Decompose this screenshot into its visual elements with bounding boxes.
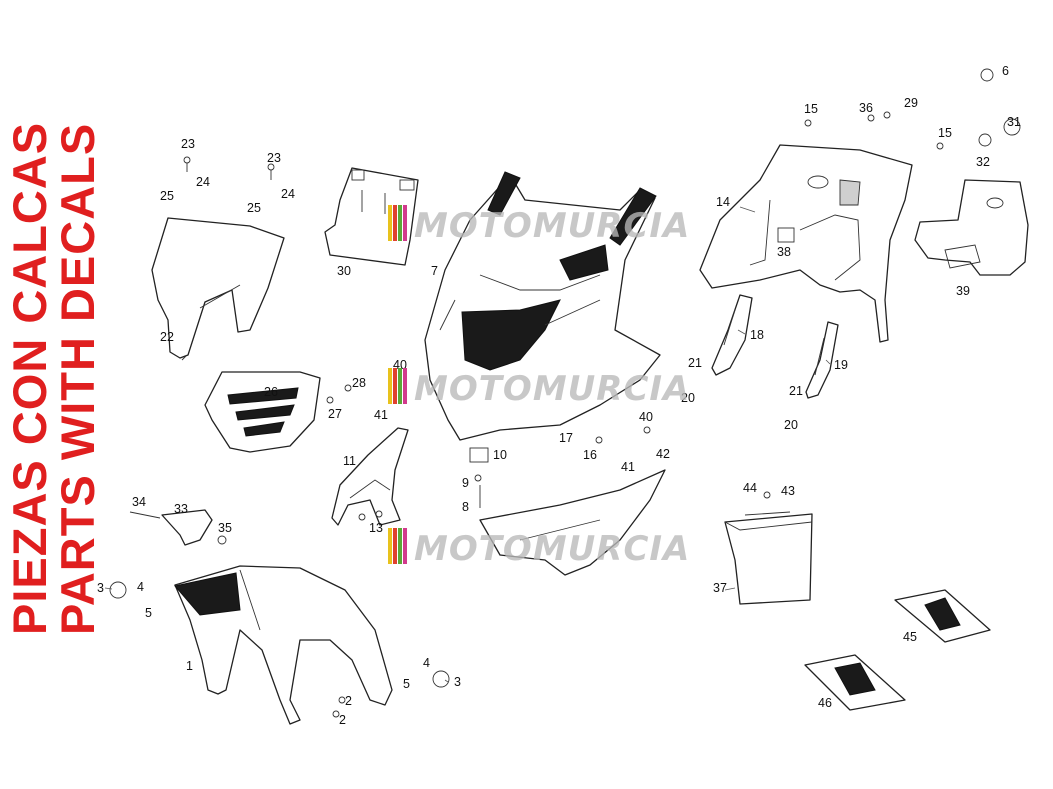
callout-9: 9 — [462, 476, 469, 490]
watermark-stripe-3 — [398, 205, 402, 241]
callout-7: 7 — [431, 264, 438, 278]
watermark-1: MOTOMURCIA — [388, 205, 690, 246]
part-33-latch — [129, 509, 227, 546]
callout-labels: 1 2 2 3 3 4 4 5 5 6 7 8 9 10 11 13 14 15… — [97, 64, 1021, 727]
watermark-3: MOTOMURCIA — [388, 528, 690, 569]
callout-17: 17 — [559, 431, 573, 445]
watermark-text: MOTOMURCIA — [414, 369, 690, 409]
callout-37: 37 — [713, 581, 727, 595]
callout-45: 45 — [903, 630, 917, 644]
callout-1: 1 — [186, 659, 193, 673]
callout-20: 20 — [784, 418, 798, 432]
watermark-stripe-4 — [403, 205, 407, 241]
callout-14: 14 — [716, 195, 730, 209]
callout-24: 24 — [196, 175, 210, 189]
callout-25: 25 — [247, 201, 261, 215]
callout-39: 39 — [956, 284, 970, 298]
callout-4: 4 — [137, 580, 144, 594]
callout-28: 28 — [352, 376, 366, 390]
callout-3: 3 — [97, 581, 104, 595]
watermark-stripe-2 — [393, 205, 397, 241]
callout-22: 22 — [160, 330, 174, 344]
callout-21: 21 — [789, 384, 803, 398]
callout-38: 38 — [777, 245, 791, 259]
part-30-bracket — [324, 167, 419, 266]
callout-31: 31 — [1007, 115, 1021, 129]
callout-43: 43 — [781, 484, 795, 498]
callout-11: 11 — [343, 454, 356, 468]
callout-44: 44 — [743, 481, 757, 495]
part-lower-cowl — [479, 469, 666, 576]
callout-46: 46 — [818, 696, 832, 710]
part-22-left-cover — [151, 217, 285, 361]
callout-24: 24 — [281, 187, 295, 201]
part-14-inner-panel — [699, 144, 913, 343]
watermark-text: MOTOMURCIA — [414, 529, 690, 569]
callout-13: 13 — [369, 521, 383, 535]
watermark-stripe-1 — [388, 368, 392, 404]
callout-30: 30 — [337, 264, 351, 278]
part-11-side-panel — [331, 427, 409, 526]
small-fasteners — [109, 68, 1021, 718]
callout-18: 18 — [750, 328, 764, 342]
part-37-battery-box — [724, 511, 813, 605]
watermark-stripe-4 — [403, 528, 407, 564]
part-46-decal-sheet — [804, 654, 906, 711]
callout-33: 33 — [174, 502, 188, 516]
callout-35: 35 — [218, 521, 232, 535]
callout-15: 15 — [938, 126, 952, 140]
callout-15: 15 — [804, 102, 818, 116]
watermark-text: MOTOMURCIA — [414, 206, 690, 246]
part-39-glovebox-door — [914, 179, 1029, 276]
callout-8: 8 — [462, 500, 469, 514]
leader-lines — [104, 206, 831, 683]
part-45-decal-sheet — [894, 589, 991, 643]
part-26-grille — [204, 371, 321, 453]
callout-23: 23 — [181, 137, 195, 151]
callout-6: 6 — [1002, 64, 1009, 78]
watermark-stripe-2 — [393, 528, 397, 564]
callout-27: 27 — [328, 407, 342, 421]
callout-41: 41 — [374, 408, 388, 422]
callout-19: 19 — [834, 358, 848, 372]
callout-2: 2 — [345, 694, 352, 708]
watermark-stripe-1 — [388, 205, 392, 241]
callout-16: 16 — [583, 448, 597, 462]
watermark-2: MOTOMURCIA — [388, 368, 690, 409]
callout-3: 3 — [454, 675, 461, 689]
callout-29: 29 — [904, 96, 918, 110]
part-18-bracket — [711, 294, 753, 376]
callout-2: 2 — [339, 713, 346, 727]
callout-20: 20 — [681, 391, 695, 405]
callout-5: 5 — [403, 677, 410, 691]
part-1-front-fender — [174, 565, 393, 725]
callout-5: 5 — [145, 606, 152, 620]
callout-10: 10 — [493, 448, 507, 462]
callout-42: 42 — [656, 447, 670, 461]
part-7-front-fairing — [424, 171, 661, 441]
callout-36: 36 — [859, 101, 873, 115]
callout-40: 40 — [639, 410, 653, 424]
callout-32: 32 — [976, 155, 990, 169]
callout-4: 4 — [423, 656, 430, 670]
watermark-stripe-1 — [388, 528, 392, 564]
watermark-stripe-2 — [393, 368, 397, 404]
watermark-stripe-3 — [398, 368, 402, 404]
callout-25: 25 — [160, 189, 174, 203]
part-19-bracket — [805, 321, 839, 399]
watermark-stripe-4 — [403, 368, 407, 404]
callout-34: 34 — [132, 495, 146, 509]
callout-23: 23 — [267, 151, 281, 165]
callout-26: 26 — [264, 385, 278, 399]
callout-21: 21 — [688, 356, 702, 370]
callout-41: 41 — [621, 460, 635, 474]
watermark-stripe-3 — [398, 528, 402, 564]
